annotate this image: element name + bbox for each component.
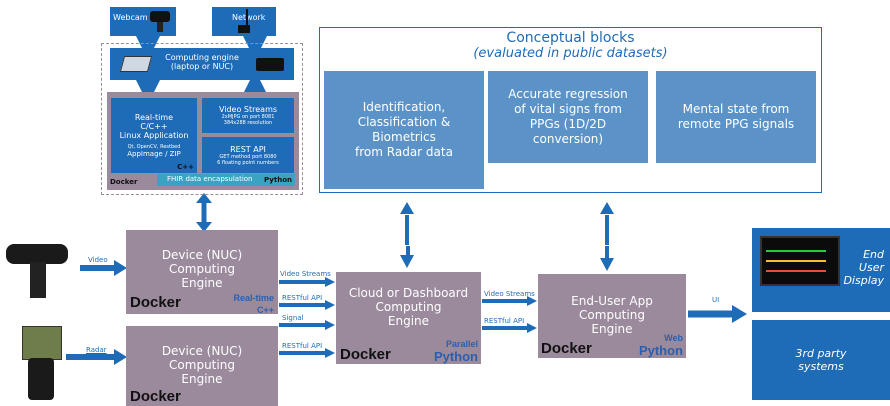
realtime-pkg: AppImage / ZIP	[127, 150, 181, 158]
webcam-icon	[150, 11, 170, 22]
link-video-streams-1: Video Streams	[280, 270, 331, 278]
device1-box: Device (NUC) Computing Engine Docker Rea…	[126, 230, 278, 315]
block-vital-signs: Accurate regression of vital signs from …	[488, 71, 648, 163]
link-signal: Signal	[282, 314, 304, 322]
webcam-image	[6, 244, 68, 264]
conceptual-subtitle: (evaluated in public datasets)	[473, 46, 668, 61]
link-video-streams-2: Video Streams	[484, 290, 535, 298]
rest-api-box: REST API GET method port 8080 6 floating…	[202, 137, 294, 173]
realtime-title-3: Linux Application	[119, 131, 189, 140]
video-label: Video	[88, 256, 108, 264]
ui-label: UI	[712, 296, 720, 304]
video-streams-line-2: 384x288 resolution	[223, 120, 273, 126]
block-mental-state: Mental state from remote PPG signals	[656, 71, 816, 163]
end-user-display-panel: End User Display	[752, 228, 890, 312]
radar-label: Radar	[86, 346, 107, 354]
link-restful-3: RESTful API	[484, 317, 525, 325]
video-streams-box: Video Streams 2xMJPG on port 8081 384x28…	[202, 98, 294, 133]
fhir-label: FHIR data encapsulation	[167, 175, 253, 183]
monitor-icon	[760, 236, 840, 286]
inner-docker-label: Docker	[110, 178, 138, 186]
realtime-title-1: Real-time	[134, 113, 174, 122]
network-label: Network	[232, 13, 266, 22]
third-party-panel: 3rd party systems	[752, 320, 890, 400]
webcam-box: Webcam	[110, 7, 176, 36]
device1-docker: Docker	[130, 294, 181, 311]
computing-engine-title: Computing engine	[165, 53, 239, 62]
conceptual-title: Conceptual blocks	[506, 30, 635, 46]
block-radar-biometrics: Identification, Classification & Biometr…	[324, 71, 484, 189]
realtime-title-2: C/C++	[140, 122, 168, 131]
device2-docker: Docker	[130, 388, 181, 405]
enduser-box: End-User App Computing Engine Docker Web…	[538, 274, 686, 358]
conceptual-container: Conceptual blocks (evaluated in public d…	[319, 27, 822, 193]
fhir-bar: FHIR data encapsulation Python	[157, 174, 295, 186]
cloud-docker: Docker	[340, 346, 391, 363]
device2-box: Device (NUC) Computing Engine Docker	[126, 326, 278, 406]
realtime-libs: Qt, OpenCV, Restbed	[127, 144, 181, 150]
realtime-app-box: Real-time C/C++ Linux Application Qt, Op…	[111, 98, 197, 173]
rest-api-title: REST API	[230, 144, 266, 154]
webcam-label: Webcam	[113, 13, 148, 22]
computing-engine-box: Computing engine (laptop or NUC)	[110, 48, 294, 80]
computing-engine-sub: (laptop or NUC)	[170, 62, 234, 71]
realtime-lang: C++	[177, 163, 194, 171]
network-icon	[238, 25, 250, 33]
network-box: Network	[212, 7, 276, 36]
rest-api-line-1: GET method port 8080	[219, 153, 277, 160]
enduser-docker: Docker	[541, 340, 592, 357]
link-restful-2: RESTful API	[282, 342, 323, 350]
link-restful-1: RESTful API	[282, 294, 323, 302]
rest-api-line-2: 6 floating point numbers	[217, 159, 279, 166]
video-streams-line-1: 2xMJPG on port 8081	[221, 114, 275, 120]
inner-docker-box: Real-time C/C++ Linux Application Qt, Op…	[107, 92, 299, 190]
nuc-icon	[256, 58, 284, 71]
video-streams-title: Video Streams	[218, 105, 278, 114]
top-container: Computing engine (laptop or NUC) Real-ti…	[101, 43, 303, 195]
radar-image	[22, 326, 62, 360]
fhir-lang: Python	[264, 176, 292, 184]
cloud-box: Cloud or Dashboard Computing Engine Dock…	[336, 272, 481, 364]
